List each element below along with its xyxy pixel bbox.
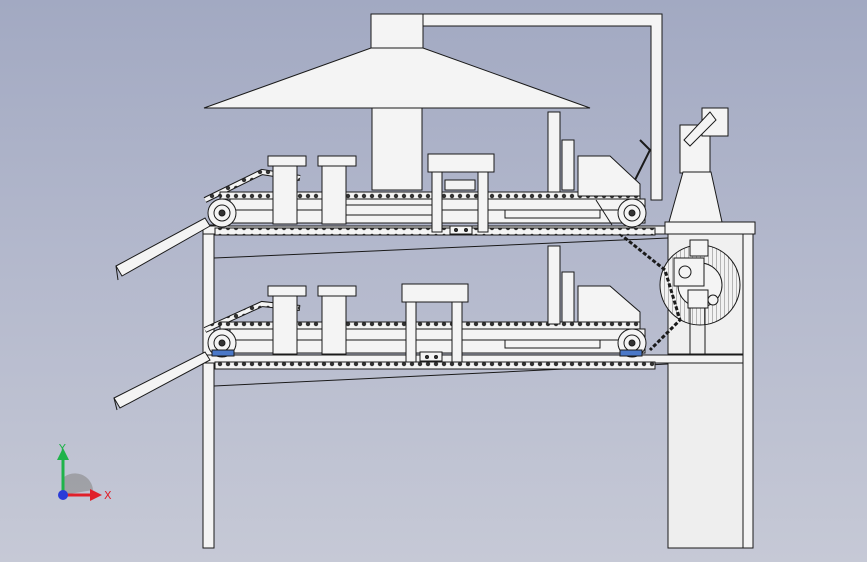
exhaust-duct [422, 13, 729, 223]
upper-conveyor [115, 111, 656, 281]
exhaust-hood [203, 13, 591, 191]
x-axis-label: X [104, 489, 112, 502]
y-axis-label: Y [58, 442, 66, 455]
drive-motor-unit [659, 221, 756, 355]
drive-chain [614, 228, 682, 352]
lower-conveyor [113, 245, 656, 411]
z-axis-dot-icon [58, 490, 68, 500]
coordinate-triad: Y X [57, 442, 112, 502]
y-axis-arrow-icon [57, 448, 69, 495]
triad-arc-icon [63, 473, 93, 495]
